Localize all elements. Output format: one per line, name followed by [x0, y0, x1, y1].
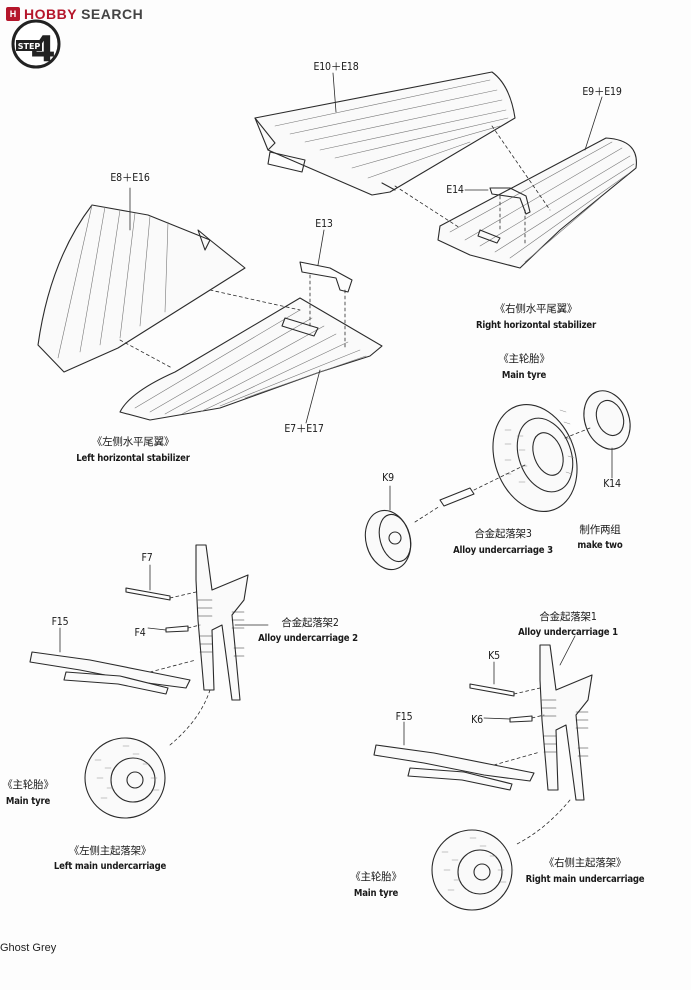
label-e7-e17: E7＋E17 — [284, 423, 324, 435]
right-stab-guide-lines — [394, 125, 551, 247]
right-f15-parts — [373, 744, 535, 791]
left-stabilizer-upper-half — [37, 204, 246, 373]
left-stabilizer-lower-half — [119, 297, 383, 421]
left-stabilizer-caption-en: Left horizontal stabilizer — [76, 453, 190, 464]
label-k9: K9 — [382, 472, 394, 484]
right-stabilizer-upper-half — [254, 71, 516, 196]
left-main-undercarriage-en: Left main undercarriage — [53, 861, 167, 872]
right-main-undercarriage-cn: 《右侧主起落架》 — [543, 857, 627, 869]
label-e10-e18: E10＋E18 — [313, 61, 359, 73]
e13-part — [299, 261, 353, 293]
watermark-brand: HOBBY — [24, 6, 78, 22]
label-f15-left: F15 — [51, 616, 69, 628]
label-f7: F7 — [141, 552, 153, 564]
label-e13: E13 — [315, 218, 333, 230]
step-word: STEP — [18, 42, 41, 51]
right-undercarriage-strut — [539, 644, 593, 801]
alloy-undercarriage-1-en: Alloy undercarriage 1 — [518, 627, 618, 638]
main-tyre-assembly-upper — [364, 390, 631, 571]
alloy-undercarriage-3-cn: 合金起落架3 — [474, 528, 532, 540]
left-undercarriage-guide-lines — [149, 591, 211, 746]
right-stabilizer-lower-half — [437, 137, 637, 269]
paint-note-ghost-grey: Ghost Grey — [0, 942, 57, 954]
step-badge: 4 STEP — [11, 19, 61, 70]
label-e9-e19: E9＋E19 — [582, 86, 622, 98]
watermark-logo-icon: H — [6, 7, 20, 21]
right-main-undercarriage-en: Right main undercarriage — [525, 874, 645, 885]
label-leader-lines — [59, 72, 613, 746]
right-main-tyre — [431, 829, 513, 911]
make-two-cn: 制作两组 — [579, 524, 621, 536]
make-two-en: make two — [577, 540, 623, 551]
right-stabilizer-caption-cn: 《右侧水平尾翼》 — [494, 303, 578, 315]
main-tyre-caption-cn-3: 《主轮胎》 — [350, 871, 402, 883]
left-f7-f4-parts — [125, 587, 189, 633]
right-undercarriage-guide-lines — [493, 687, 571, 846]
alloy-undercarriage-2-cn: 合金起落架2 — [281, 617, 339, 629]
alloy-undercarriage-3-en: Alloy undercarriage 3 — [453, 545, 553, 556]
right-k5-k6-parts — [469, 683, 533, 723]
label-e14: E14 — [446, 184, 464, 196]
main-tyre-caption-en-1: Main tyre — [501, 370, 547, 381]
alloy-undercarriage-2-en: Alloy undercarriage 2 — [258, 633, 358, 644]
e14-part — [489, 187, 531, 215]
label-f4: F4 — [134, 627, 146, 639]
left-main-undercarriage-cn: 《左侧主起落架》 — [68, 845, 152, 857]
main-tyre-caption-en-2: Main tyre — [5, 796, 51, 807]
label-k5: K5 — [488, 650, 500, 662]
main-tyre-caption-cn-1: 《主轮胎》 — [498, 353, 550, 365]
left-stab-guide-lines — [119, 274, 346, 369]
left-main-tyre — [84, 737, 166, 819]
left-f15-parts — [29, 651, 191, 695]
alloy-undercarriage-1-cn: 合金起落架1 — [539, 611, 597, 623]
left-stabilizer-caption-cn: 《左侧水平尾翼》 — [91, 436, 175, 448]
hobbysearch-watermark: H HOBBY SEARCH — [6, 6, 143, 22]
main-tyre-caption-en-3: Main tyre — [353, 888, 399, 899]
label-k6: K6 — [471, 714, 483, 726]
right-stabilizer-caption-en: Right horizontal stabilizer — [476, 320, 596, 331]
main-tyre-caption-cn-2: 《主轮胎》 — [2, 779, 54, 791]
left-undercarriage-strut — [195, 544, 249, 701]
label-e8-e16: E8＋E16 — [110, 172, 150, 184]
watermark-search: SEARCH — [81, 6, 144, 22]
label-k14: K14 — [603, 478, 621, 490]
tyre-guide-lines — [414, 427, 591, 523]
label-f15-right: F15 — [395, 711, 413, 723]
